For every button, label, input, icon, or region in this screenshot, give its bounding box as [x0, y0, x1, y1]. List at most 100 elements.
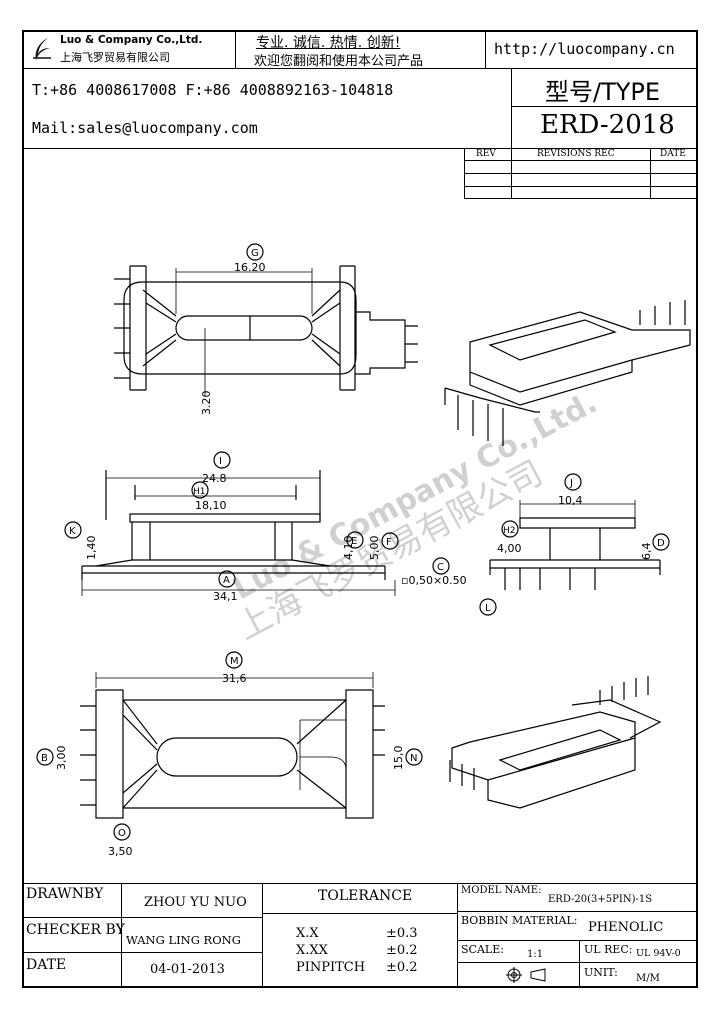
tolerance-line [262, 913, 457, 914]
tolerance-1-value: ±0.3 [386, 926, 418, 941]
svg-text:E: E [351, 536, 357, 547]
svg-text:4,10: 4,10 [342, 536, 355, 561]
date-label: DATE [26, 957, 67, 973]
company-url-link[interactable]: http://luocompany.cn [494, 40, 675, 58]
view-iso-1 [444, 300, 691, 446]
company-logo-icon [33, 38, 51, 60]
footer-right-line-1 [457, 911, 698, 912]
svg-text:I: I [219, 456, 222, 467]
ul-rec-value: UL 94V-0 [636, 948, 681, 959]
svg-text:G: G [251, 248, 259, 259]
view-side: I 24.8 H1 18,10 K 1,40 E 4,10 F 5,00 A 3… [64, 451, 467, 603]
svg-text:B: B [41, 753, 48, 764]
header-divider-1 [235, 30, 236, 68]
footer-right-line-2 [457, 940, 698, 941]
tolerance-3-value: ±0.2 [386, 960, 418, 975]
svg-text:H1: H1 [193, 487, 206, 497]
company-mail-link[interactable]: Mail:sales@luocompany.com [32, 119, 258, 137]
tolerance-2-key: X.XX [296, 943, 328, 958]
svg-text:24.8: 24.8 [202, 472, 227, 485]
company-name-cn: 上海飞罗贸易有限公司 [60, 51, 170, 64]
rev-col-2 [650, 148, 651, 198]
header-bottom-line [22, 148, 698, 149]
tolerance-3-key: PINPITCH [296, 960, 366, 975]
svg-text:10,4: 10,4 [558, 494, 583, 507]
svg-text:H2: H2 [503, 526, 516, 536]
rev-line-2 [464, 173, 698, 174]
company-welcome: 欢迎您翻阅和使用本公司产品 [254, 54, 424, 69]
view-end: J 10,4 H2 4,00 D 6,4 L [479, 473, 670, 616]
footer-col-1 [121, 883, 122, 988]
projection-symbol-icon [506, 967, 546, 983]
type-box-mid-line [511, 106, 698, 107]
svg-text:18,10: 18,10 [195, 499, 227, 512]
bobbin-material-label: BOBBIN MATERIAL: [461, 914, 578, 927]
unit-value: M/M [636, 973, 660, 984]
footer-col-4 [579, 940, 580, 988]
svg-text:31,6: 31,6 [222, 672, 247, 685]
svg-text:15,0: 15,0 [392, 746, 405, 771]
footer-right-line-3 [457, 962, 698, 963]
svg-text:N: N [410, 753, 417, 764]
ul-rec-label: UL REC: [584, 943, 633, 956]
svg-text:3.20: 3.20 [200, 391, 213, 416]
footer-left-line-1 [22, 917, 262, 918]
view-bottom: M 31,6 B 3,00 N 15,0 O 3,50 [36, 651, 423, 858]
company-phone: T:+86 4008617008 F:+86 4008892163-104818 [32, 81, 394, 99]
drawing-frame [22, 30, 698, 988]
date-value: 04-01-2013 [150, 962, 225, 977]
svg-text:34,1: 34,1 [213, 590, 238, 603]
svg-text:3,00: 3,00 [55, 746, 68, 771]
svg-text:M: M [230, 656, 239, 667]
header-mid-line [22, 68, 698, 69]
tolerance-label: TOLERANCE [318, 888, 413, 904]
bobbin-material-value: PHENOLIC [588, 920, 664, 935]
svg-text:3,50: 3,50 [108, 845, 133, 858]
svg-text:L: L [485, 603, 491, 614]
svg-text:4,00: 4,00 [497, 542, 522, 555]
svg-text:▫0,50×0.50: ▫0,50×0.50 [401, 574, 467, 587]
svg-text:1,40: 1,40 [85, 536, 98, 561]
rev-header: REV [476, 149, 496, 159]
svg-text:J: J [569, 478, 573, 489]
drawnby-label: DRAWNBY [26, 886, 104, 902]
footer-top-line [22, 883, 698, 884]
scale-value: 1:1 [527, 949, 544, 960]
footer-left-line-2 [22, 952, 262, 953]
footer-col-3 [457, 883, 458, 988]
rev-line-4 [464, 198, 698, 199]
rev-col-1 [511, 148, 512, 198]
type-label: 型号/TYPE [545, 78, 661, 106]
checker-value: WANG LING RONG [126, 933, 241, 947]
tolerance-2-value: ±0.2 [386, 943, 418, 958]
tolerance-1-key: X.X [296, 926, 319, 941]
header-divider-2 [485, 30, 486, 68]
footer-col-2 [262, 883, 263, 988]
date-header: DATE [660, 149, 686, 159]
unit-label: UNIT: [584, 966, 618, 979]
model-name-label: MODEL NAME: [461, 885, 542, 896]
svg-text:O: O [118, 828, 126, 839]
company-name-en: Luo & Company Co.,Ltd. [60, 34, 203, 46]
svg-text:D: D [657, 538, 665, 549]
rev-line-3 [464, 186, 698, 187]
svg-text:5,00: 5,00 [368, 536, 381, 561]
type-value: ERD-2018 [540, 110, 675, 140]
watermark: Luo & Company Co.,Ltd. 上海飞罗贸易有限公司 [227, 385, 603, 648]
svg-text:F: F [386, 537, 392, 548]
model-name-value: ERD-20(3+5PIN)-1S [548, 894, 653, 905]
svg-text:C: C [437, 562, 444, 573]
type-box-divider [511, 68, 512, 148]
svg-text:A: A [223, 575, 230, 586]
view-iso-2 [449, 676, 662, 809]
view-top: G 16.20 3.20 [114, 243, 418, 416]
drawnby-value: ZHOU YU NUO [144, 895, 247, 910]
svg-text:16.20: 16.20 [234, 261, 266, 274]
rev-line-1 [464, 160, 698, 161]
scale-label: SCALE: [461, 943, 504, 956]
company-slogan: 专业. 诚信. 热情. 创新! [256, 35, 401, 51]
checker-label: CHECKER BY [26, 922, 125, 938]
svg-text:6,4: 6,4 [640, 543, 653, 561]
svg-text:K: K [69, 526, 76, 537]
